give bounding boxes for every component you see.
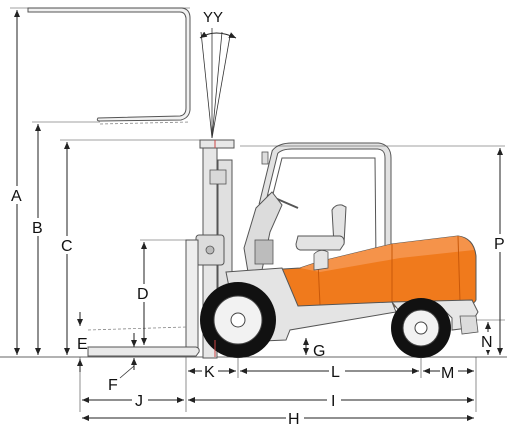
operator-seat	[295, 204, 347, 251]
lower-fork	[87, 239, 200, 357]
dimension-label-yy: YY	[203, 9, 223, 26]
dimension-label-k: K	[204, 364, 215, 381]
dimension-label-j: J	[135, 393, 143, 410]
dimension-label-p: P	[494, 236, 505, 253]
rear-wheel	[391, 298, 451, 358]
extension-lines	[10, 7, 505, 412]
dimension-label-d: D	[137, 286, 149, 303]
steering-column	[243, 191, 299, 273]
dimension-label-h: H	[288, 411, 300, 428]
dimension-label-n: N	[481, 334, 493, 351]
tilt-angle-lines	[199, 28, 237, 139]
dimension-label-a: A	[11, 188, 22, 205]
dimension-label-b: B	[32, 220, 43, 237]
front-wheel	[200, 282, 276, 358]
dimension-label-l: L	[331, 364, 340, 381]
dimension-label-f: F	[108, 377, 118, 394]
truck-body	[265, 235, 477, 309]
dimension-label-m: M	[441, 365, 454, 382]
dimension-label-i: I	[331, 393, 335, 410]
raised-fork	[27, 7, 191, 125]
dimension-label-c: C	[61, 238, 73, 255]
dimension-label-g: G	[313, 343, 325, 360]
dimension-label-e: E	[77, 336, 88, 353]
